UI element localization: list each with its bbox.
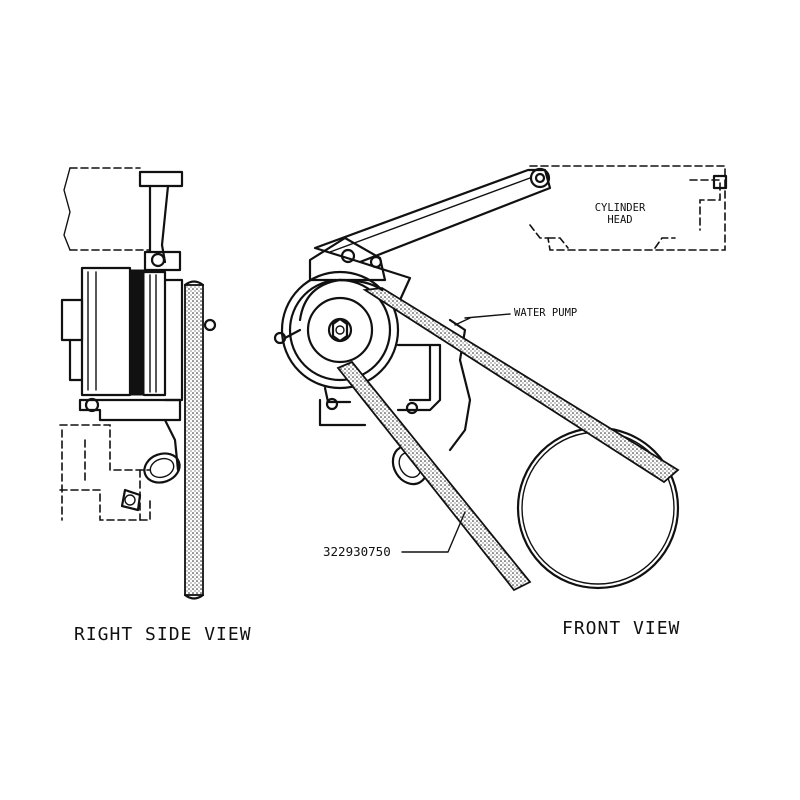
crankshaft-pulley: [516, 426, 680, 590]
right-side-view-drawing: [59, 167, 217, 600]
alternator-mount: [273, 236, 387, 345]
drive-belt-front: [298, 278, 680, 592]
callout-leaders: [401, 313, 511, 553]
cylinder-head-label-line1: CYLINDER: [595, 202, 646, 214]
drive-belt-side: [183, 280, 205, 600]
front-view-title: FRONT VIEW: [562, 618, 680, 639]
alternator-side: [60, 266, 217, 402]
cylinder-head-label-line2: HEAD: [607, 214, 632, 226]
water-pump-label: WATER PUMP: [514, 307, 577, 319]
cylinder-head-outline: [529, 165, 728, 251]
belt-part-number-label: 322930750: [323, 544, 391, 559]
front-view-drawing: [273, 165, 728, 592]
water-pump-outlet-side: [143, 452, 181, 484]
water-pump-housing: [318, 317, 472, 452]
mounting-bracket-side: [138, 170, 184, 272]
right-side-view-title: RIGHT SIDE VIEW: [74, 624, 252, 645]
